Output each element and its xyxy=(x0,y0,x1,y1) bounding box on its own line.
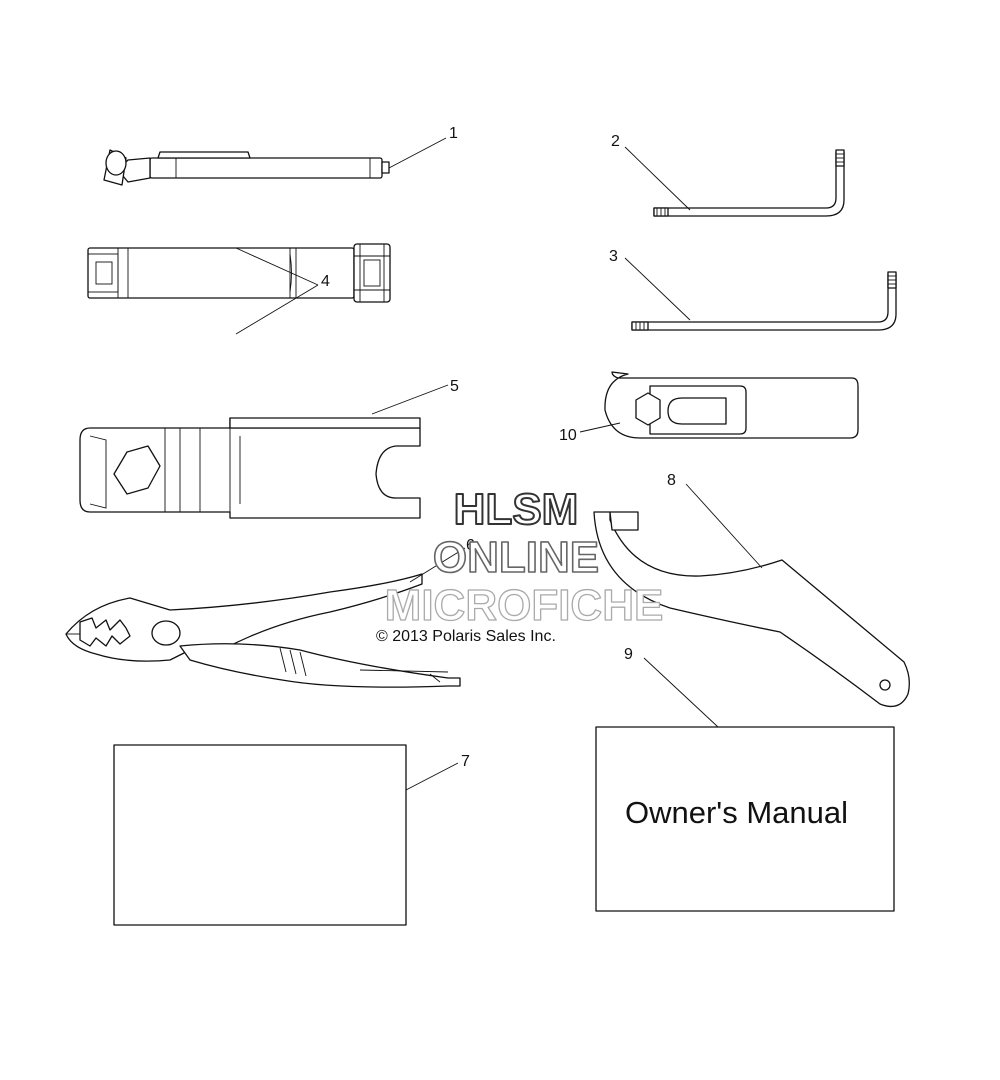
callout-5: 5 xyxy=(450,378,459,395)
watermark-line-3: MICROFICHE xyxy=(385,581,664,630)
part-7-card[interactable] xyxy=(113,744,407,926)
leader-10 xyxy=(579,422,621,433)
leader-9 xyxy=(643,657,719,728)
callout-4: 4 xyxy=(321,273,330,290)
callout-9: 9 xyxy=(624,646,633,663)
part-10-flat-wrench[interactable] xyxy=(604,371,859,439)
callout-8: 8 xyxy=(667,472,676,489)
callout-2: 2 xyxy=(611,133,620,150)
leader-2 xyxy=(624,146,691,211)
callout-10: 10 xyxy=(559,427,577,444)
watermark-line-2: ONLINE xyxy=(433,533,599,582)
leader-8 xyxy=(685,483,763,569)
leader-4 xyxy=(235,247,319,286)
leader-4-a xyxy=(235,284,319,335)
leader-3 xyxy=(624,257,691,321)
part-6-pliers[interactable] xyxy=(65,573,461,688)
part-3-hex-key[interactable] xyxy=(631,271,897,331)
leader-7 xyxy=(405,762,459,791)
part-4-plug-socket[interactable] xyxy=(87,243,391,303)
leader-5 xyxy=(371,384,449,415)
copyright-notice: © 2013 Polaris Sales Inc. xyxy=(376,628,556,645)
part-2-hex-key[interactable] xyxy=(653,149,845,217)
part-5-combination-wrench[interactable] xyxy=(79,417,421,519)
watermark-line-1: HLSM xyxy=(454,485,579,534)
leader-6 xyxy=(409,547,466,583)
callout-1: 1 xyxy=(449,125,458,142)
part-9-owners-manual[interactable] xyxy=(595,726,895,912)
part-1-pressure-gauge[interactable] xyxy=(103,149,390,186)
callout-3: 3 xyxy=(609,248,618,265)
leader-1 xyxy=(388,137,447,169)
manual-title: Owner's Manual xyxy=(625,795,848,830)
part-8-spanner-wrench[interactable] xyxy=(593,511,910,708)
callout-7: 7 xyxy=(461,753,470,770)
callout-6: 6 xyxy=(466,537,475,554)
